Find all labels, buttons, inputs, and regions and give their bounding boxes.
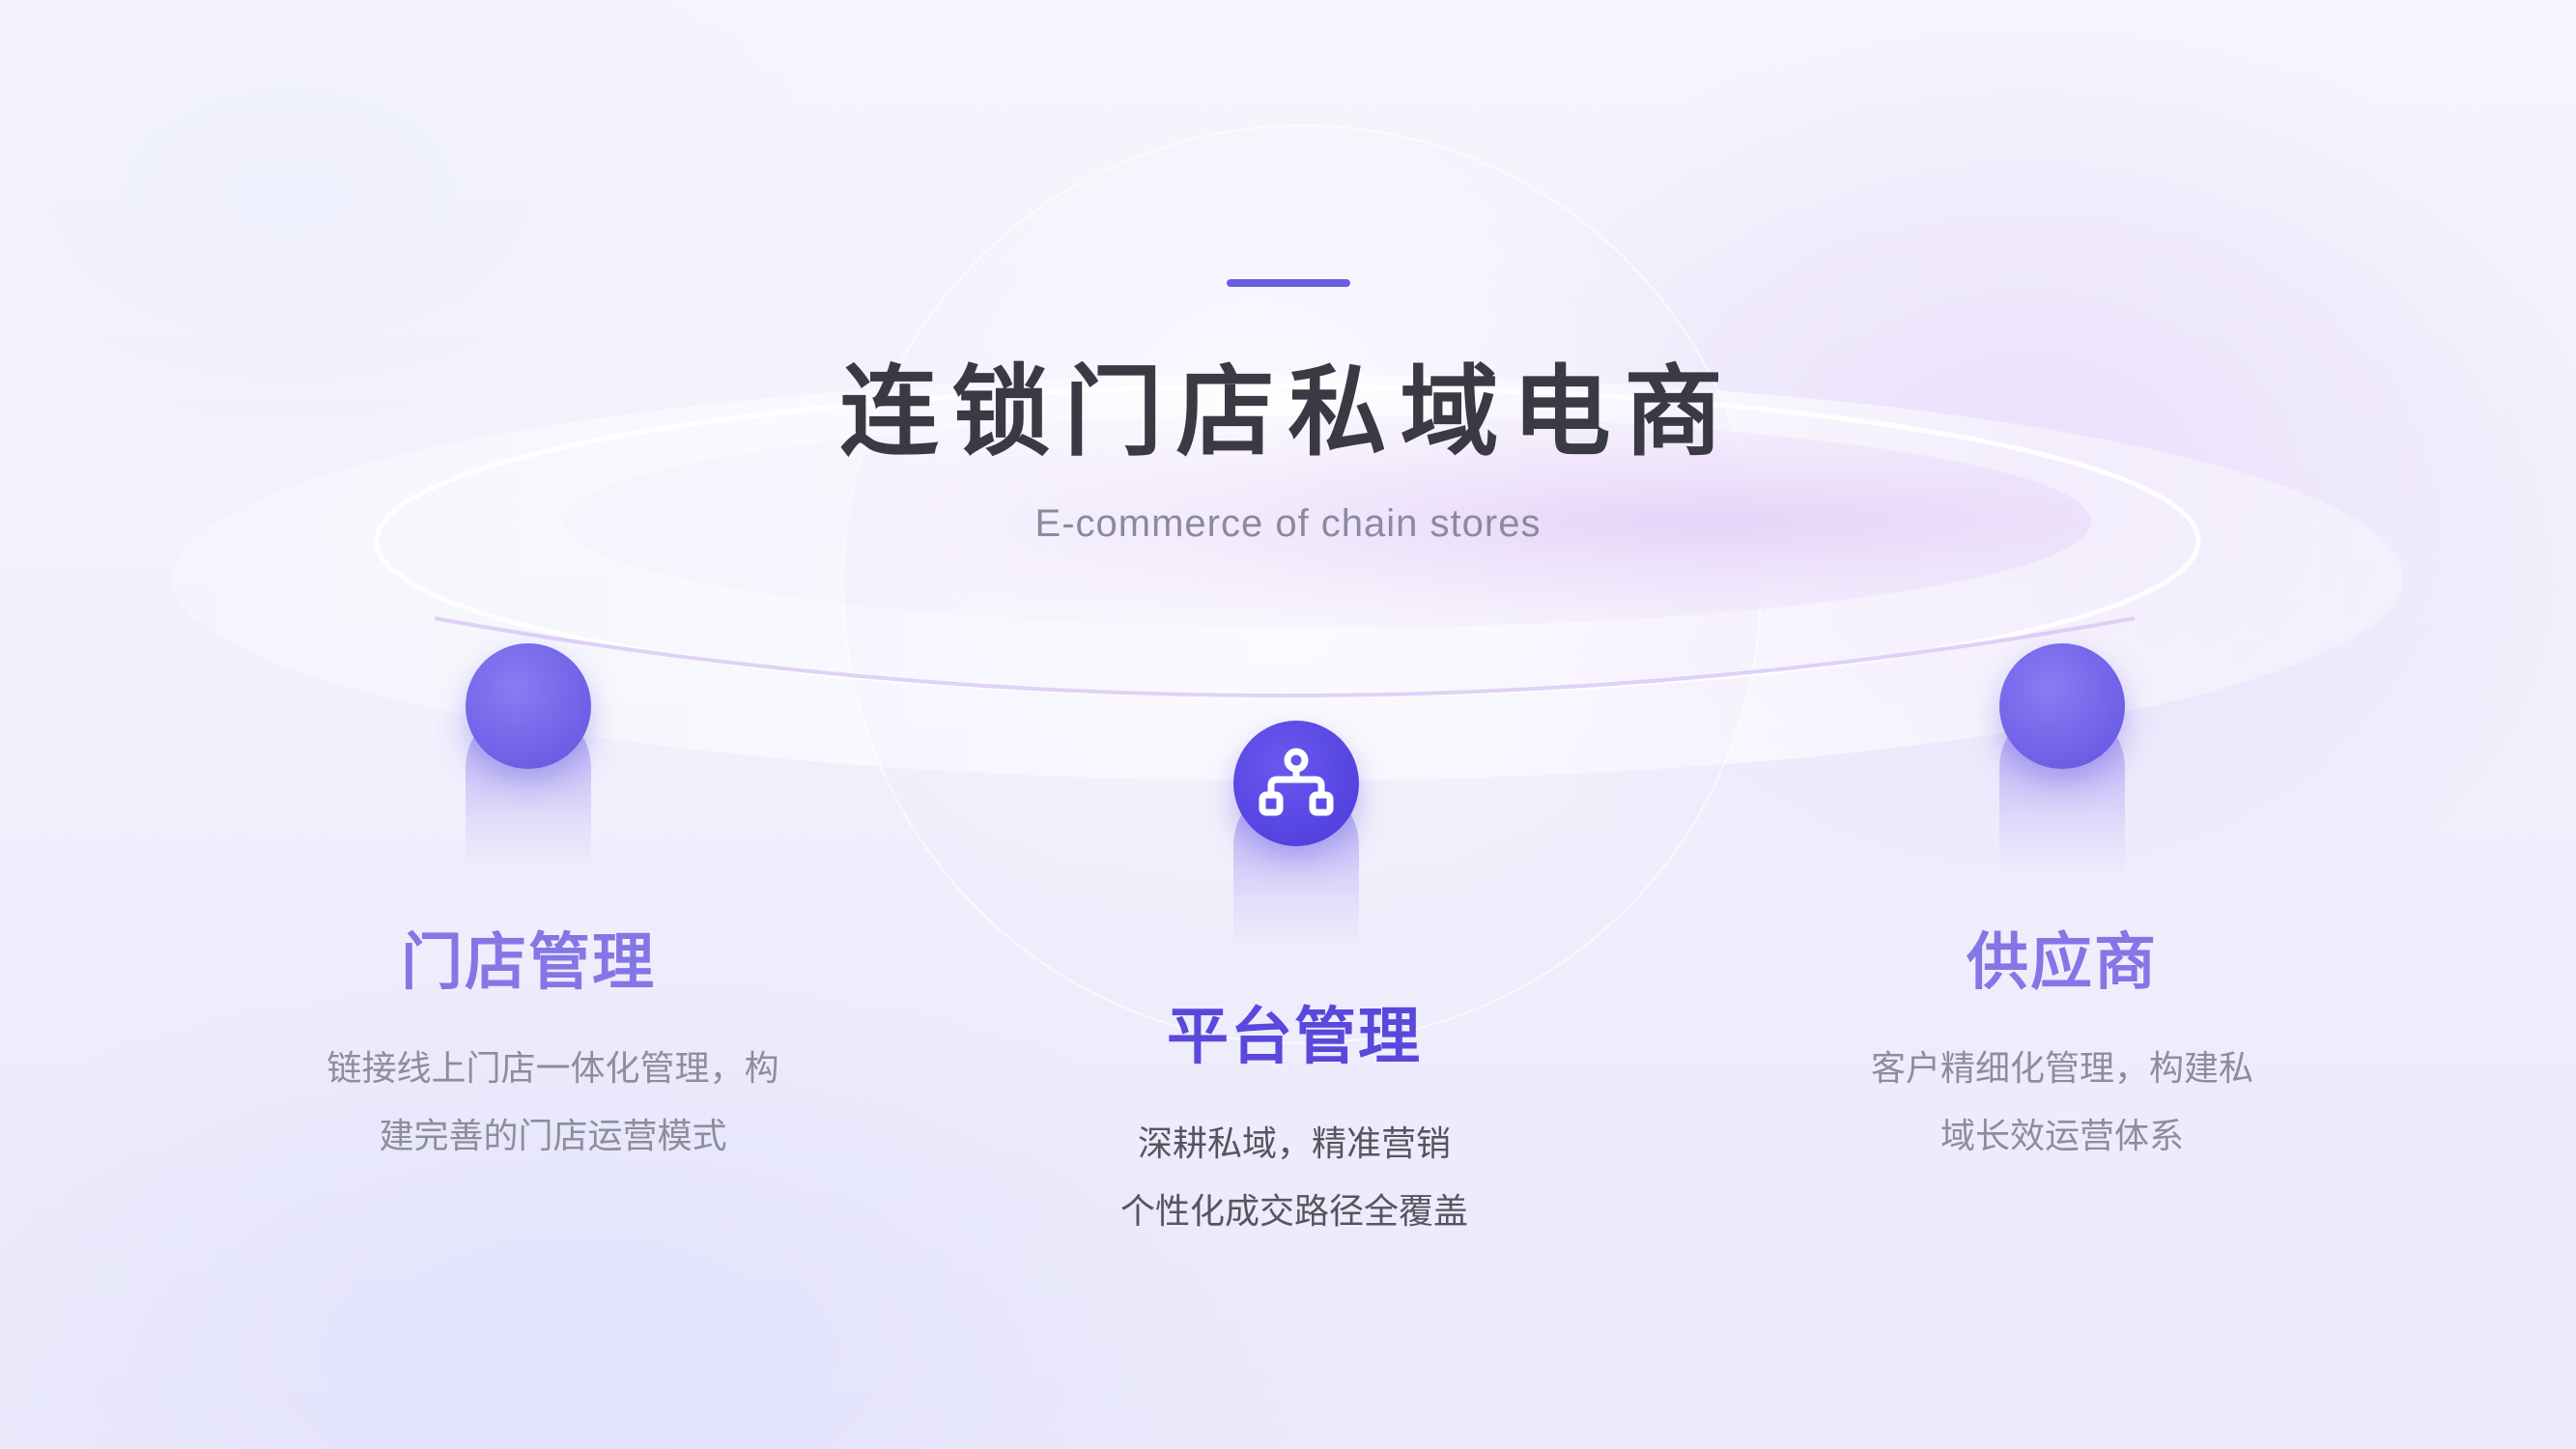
card-desc-line: 域长效运营体系 xyxy=(1939,1117,2184,1156)
left-orb xyxy=(466,643,591,769)
page-title: 连锁门店私域电商 xyxy=(839,355,1737,470)
card-title-platform-management: 平台管理 xyxy=(1167,1002,1422,1073)
right-orb xyxy=(1999,643,2125,769)
card-desc-supplier: 客户精细化管理，构建私 域长效运营体系 xyxy=(1821,1036,2304,1171)
page-subtitle: E-commerce of chain stores xyxy=(1034,502,1542,545)
card-desc-store-management: 链接线上门店一体化管理，构 建完善的门店运营模式 xyxy=(275,1036,831,1171)
ring-arc-line xyxy=(434,616,2136,697)
card-desc-line: 建完善的门店运营模式 xyxy=(379,1117,727,1156)
card-title-supplier: 供应商 xyxy=(1967,927,2158,999)
center-orb xyxy=(1233,721,1359,846)
card-desc-platform-management: 深耕私域，精准营销 个性化成交路径全覆盖 xyxy=(1024,1111,1565,1246)
card-desc-line: 客户精细化管理，构建私 xyxy=(1870,1049,2253,1089)
card-desc-line: 深耕私域，精准营销 xyxy=(1137,1124,1451,1164)
card-desc-line: 个性化成交路径全覆盖 xyxy=(1119,1192,1468,1232)
card-desc-line: 链接线上门店一体化管理，构 xyxy=(326,1049,779,1089)
org-chart-icon xyxy=(1259,748,1334,816)
card-title-store-management: 门店管理 xyxy=(401,927,656,999)
title-accent-bar xyxy=(1227,279,1350,287)
inner-ring xyxy=(565,415,2091,628)
